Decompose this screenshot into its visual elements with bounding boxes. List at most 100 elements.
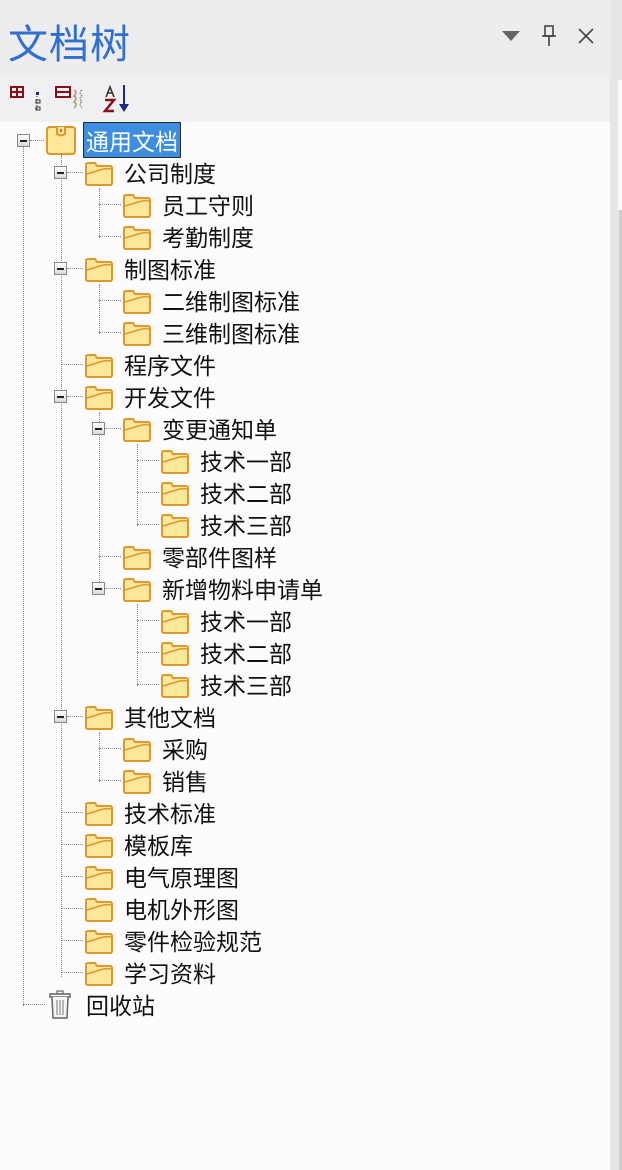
root-cabinet-icon bbox=[46, 126, 76, 155]
collapse-toggle[interactable] bbox=[54, 262, 67, 275]
folder-icon bbox=[84, 928, 114, 954]
node-label: 模板库 bbox=[124, 834, 193, 860]
collapse-toggle[interactable] bbox=[54, 166, 67, 179]
node-label: 采购 bbox=[162, 738, 208, 764]
tree-node[interactable]: 技术一部 bbox=[160, 604, 292, 636]
folder-icon bbox=[160, 480, 190, 506]
collapse-toggle-root[interactable] bbox=[17, 134, 30, 147]
close-button[interactable] bbox=[572, 22, 600, 50]
folder-icon bbox=[122, 544, 152, 570]
tree-node[interactable]: 学习资料 bbox=[84, 956, 216, 988]
pin-icon bbox=[542, 25, 556, 46]
tree-node[interactable]: 销售 bbox=[122, 764, 208, 796]
tree-node[interactable]: 员工守则 bbox=[122, 188, 254, 220]
node-label: 三维制图标准 bbox=[162, 322, 300, 348]
folder-icon bbox=[122, 224, 152, 250]
folder-icon bbox=[84, 352, 114, 378]
collapse-all-icon bbox=[55, 86, 83, 109]
tree-node[interactable]: 模板库 bbox=[84, 828, 193, 860]
folder-icon bbox=[84, 256, 114, 282]
folder-icon bbox=[122, 192, 152, 218]
collapse-toggle[interactable] bbox=[54, 390, 67, 403]
tree-node[interactable]: 制图标准 bbox=[84, 252, 216, 284]
folder-icon bbox=[160, 512, 190, 538]
node-label: 开发文件 bbox=[124, 386, 216, 412]
collapse-all-button[interactable] bbox=[52, 82, 92, 114]
node-label: 技术二部 bbox=[200, 482, 292, 508]
document-tree: 通用文档 公司制度员工守则考勤制度制图标准二维制图标准三维制图标准程序文件开发文… bbox=[0, 122, 610, 1170]
node-label: 其他文档 bbox=[124, 706, 216, 732]
tree-node[interactable]: 开发文件 bbox=[84, 380, 216, 412]
node-label: 技术三部 bbox=[200, 674, 292, 700]
node-label: 技术一部 bbox=[200, 610, 292, 636]
node-label: 公司制度 bbox=[124, 162, 216, 188]
sort-az-button[interactable] bbox=[100, 82, 136, 114]
folder-icon bbox=[84, 704, 114, 730]
tree-node[interactable]: 技术三部 bbox=[160, 668, 292, 700]
tree-node[interactable]: 技术标准 bbox=[84, 796, 216, 828]
tree-node[interactable]: 电气原理图 bbox=[84, 860, 239, 892]
node-label: 技术三部 bbox=[200, 514, 292, 540]
tree-node[interactable]: 零件检验规范 bbox=[84, 924, 262, 956]
folder-icon bbox=[84, 800, 114, 826]
node-label: 程序文件 bbox=[124, 354, 216, 380]
tree-node[interactable]: 采购 bbox=[122, 732, 208, 764]
recycle-bin-node[interactable]: 回收站 bbox=[44, 988, 155, 1020]
tree-node[interactable]: 电机外形图 bbox=[84, 892, 239, 924]
tree-node[interactable]: 技术三部 bbox=[160, 508, 292, 540]
node-label: 制图标准 bbox=[124, 258, 216, 284]
tree-node[interactable]: 其他文档 bbox=[84, 700, 216, 732]
adjacent-pane bbox=[618, 80, 622, 210]
node-label: 员工守则 bbox=[162, 194, 254, 220]
pin-button[interactable] bbox=[535, 22, 563, 50]
collapse-toggle[interactable] bbox=[92, 582, 105, 595]
node-label: 技术二部 bbox=[200, 642, 292, 668]
tree-node[interactable]: 考勤制度 bbox=[122, 220, 254, 252]
node-label: 电机外形图 bbox=[124, 898, 239, 924]
tree-node[interactable]: 公司制度 bbox=[84, 156, 216, 188]
folder-icon bbox=[84, 864, 114, 890]
node-label: 学习资料 bbox=[124, 962, 216, 988]
tree-node[interactable]: 技术二部 bbox=[160, 476, 292, 508]
panel-title: 文档树 bbox=[8, 22, 131, 68]
dropdown-icon bbox=[502, 31, 520, 41]
collapse-toggle[interactable] bbox=[54, 710, 67, 723]
tree-node[interactable]: 变更通知单 bbox=[122, 412, 277, 444]
folder-icon bbox=[84, 896, 114, 922]
tree-node[interactable]: 程序文件 bbox=[84, 348, 216, 380]
folder-icon bbox=[122, 416, 152, 442]
node-label: 电气原理图 bbox=[124, 866, 239, 892]
folder-icon bbox=[122, 768, 152, 794]
folder-icon bbox=[84, 960, 114, 986]
tree-root-node[interactable]: 通用文档 bbox=[44, 122, 181, 158]
folder-icon bbox=[84, 384, 114, 410]
node-label: 新增物料申请单 bbox=[162, 578, 323, 604]
close-icon bbox=[578, 28, 594, 44]
tree-node[interactable]: 技术一部 bbox=[160, 444, 292, 476]
node-label: 回收站 bbox=[86, 994, 155, 1020]
folder-icon bbox=[84, 160, 114, 186]
node-label: 零件检验规范 bbox=[124, 930, 262, 956]
folder-icon bbox=[160, 640, 190, 666]
collapse-toggle[interactable] bbox=[92, 422, 105, 435]
folder-icon bbox=[122, 320, 152, 346]
expand-all-icon bbox=[10, 86, 41, 111]
expand-all-button[interactable] bbox=[8, 82, 44, 114]
tree-node[interactable]: 零部件图样 bbox=[122, 540, 277, 572]
node-label: 技术标准 bbox=[124, 802, 216, 828]
tree-node[interactable]: 三维制图标准 bbox=[122, 316, 300, 348]
dropdown-button[interactable] bbox=[497, 22, 525, 50]
folder-icon bbox=[84, 832, 114, 858]
trash-icon bbox=[49, 990, 71, 1019]
panel-header: 文档树 bbox=[0, 0, 610, 76]
sort-az-icon bbox=[102, 84, 129, 113]
tree-node[interactable]: 二维制图标准 bbox=[122, 284, 300, 316]
node-label: 技术一部 bbox=[200, 450, 292, 476]
tree-toolbar bbox=[0, 76, 610, 122]
tree-node[interactable]: 技术二部 bbox=[160, 636, 292, 668]
tree-node[interactable]: 新增物料申请单 bbox=[122, 572, 323, 604]
folder-icon bbox=[160, 672, 190, 698]
folder-icon bbox=[122, 736, 152, 762]
node-label: 通用文档 bbox=[83, 122, 181, 158]
node-label: 销售 bbox=[162, 770, 208, 796]
